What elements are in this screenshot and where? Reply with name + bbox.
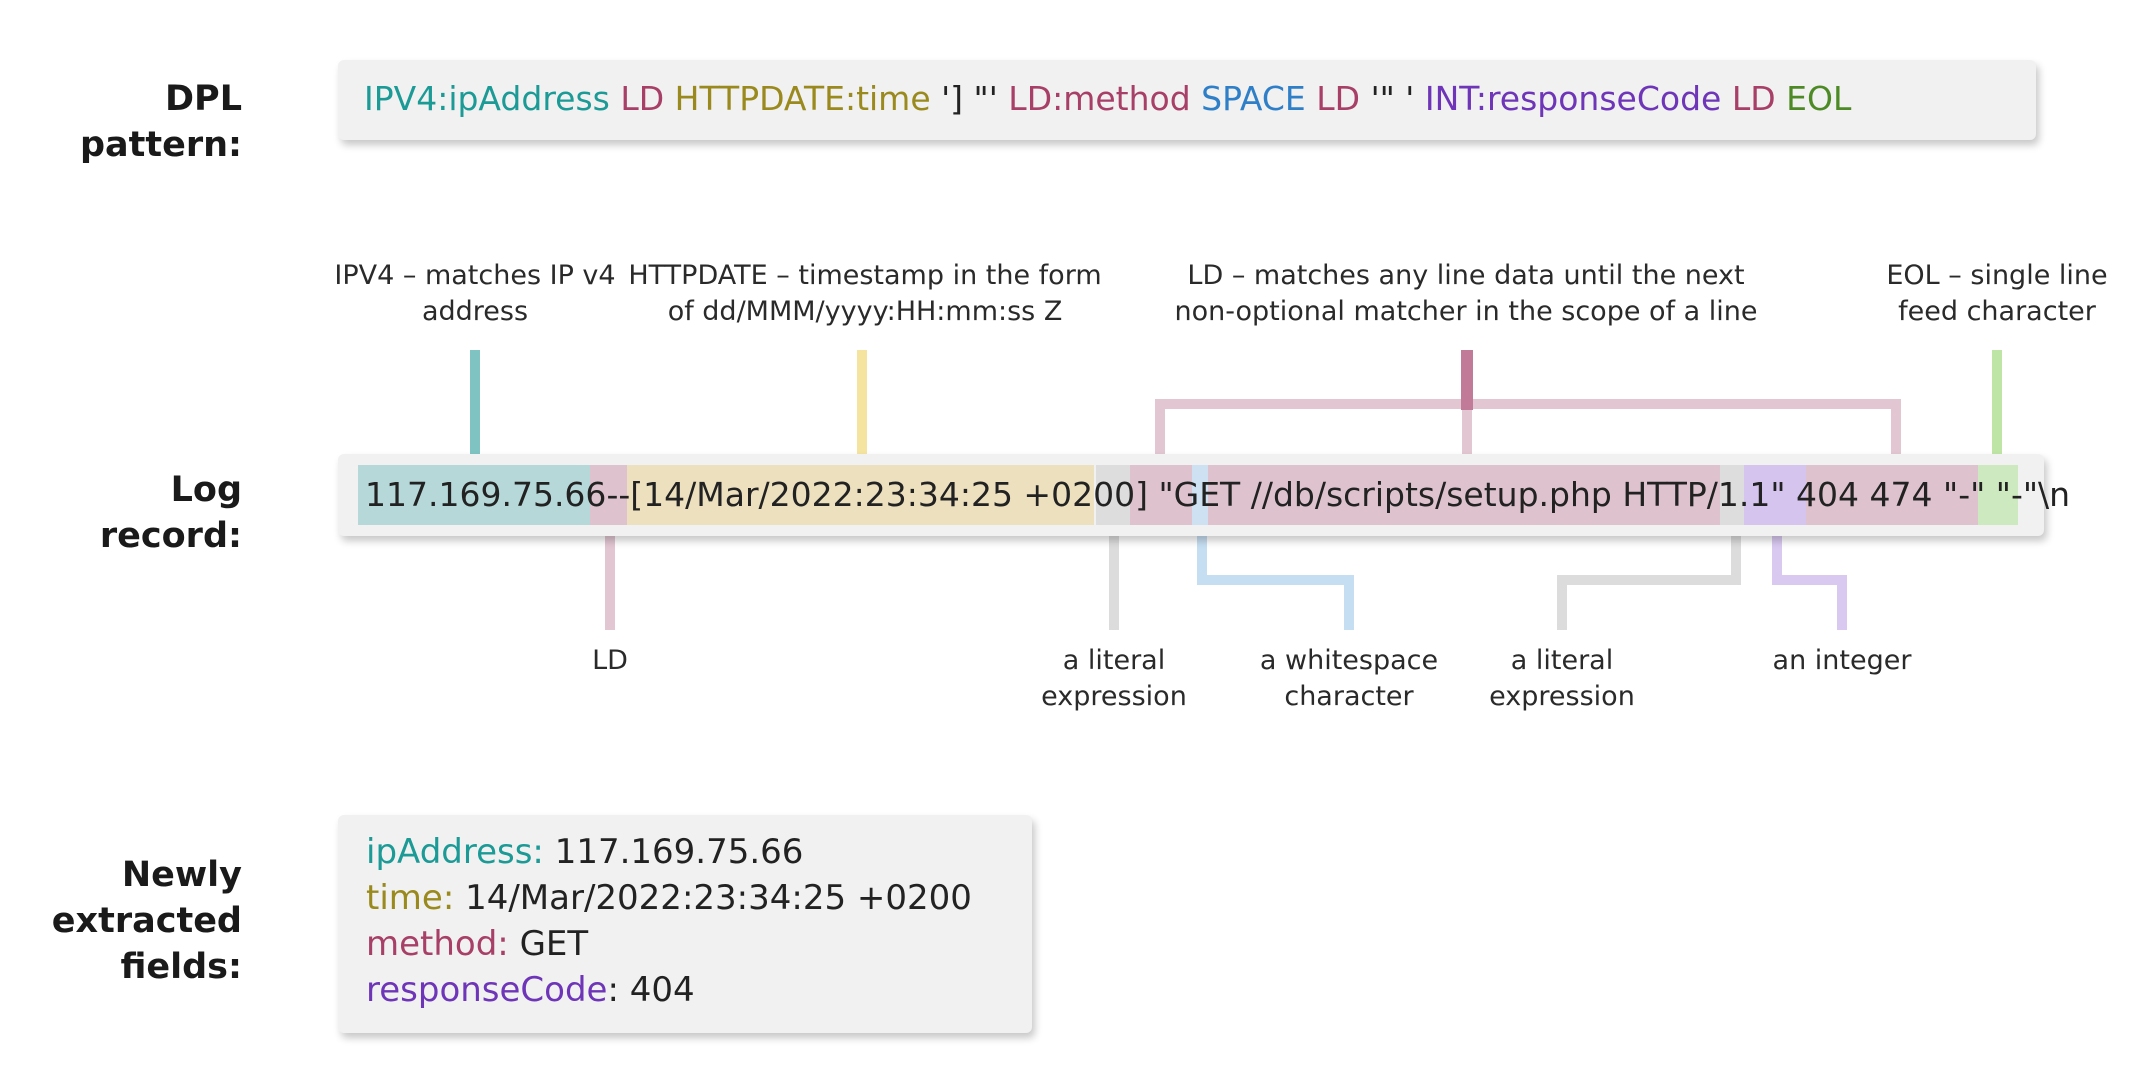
path-highlight [1208, 465, 1720, 525]
field-row: responseCode: 404 [366, 967, 972, 1013]
record-code: 404 [1796, 475, 1860, 514]
ld-dash-highlight [590, 465, 627, 525]
pattern-token: IPV4:ipAddress [364, 79, 610, 118]
code-highlight [1744, 465, 1806, 525]
field-value: GET [508, 924, 589, 964]
eol-connector [1992, 350, 2002, 468]
whitespace-annotation: a whitespace character [1259, 645, 1439, 712]
pattern-token: '" ' [1360, 79, 1415, 118]
pattern-token: INT:responseCode [1414, 79, 1722, 118]
record-ip: 117.169.75.66 [365, 475, 607, 514]
newly-extracted-line-1: Newly [121, 855, 242, 895]
field-value: 117.169.75.66 [543, 832, 804, 872]
pattern-token: '] "' [930, 79, 998, 118]
newly-extracted-line-3: fields: [120, 947, 242, 987]
pattern-token: LD [1305, 79, 1361, 118]
record-time: 14/Mar/2022:23:34:25 +0200 [643, 475, 1136, 514]
ld-top-connector [1461, 350, 1473, 410]
dpl-pattern-card: IPV4:ipAddress LD HTTPDATE:time '] "' LD… [338, 60, 2036, 140]
field-value: : 404 [607, 970, 695, 1010]
record-eol: \n [2038, 475, 2071, 514]
newly-extracted-line-2: extracted [51, 901, 242, 941]
newly-extracted-label: Newly extracted fields: [20, 852, 242, 990]
literal1-annotation: a literal expression [1041, 645, 1187, 712]
method-highlight [1130, 465, 1192, 525]
pattern-token: EOL [1775, 79, 1852, 118]
integer-annotation: an integer [1772, 645, 1912, 676]
field-key: time: [366, 878, 455, 918]
space-highlight [1192, 465, 1208, 525]
rest-highlight [1806, 465, 1978, 525]
field-key: responseCode [366, 970, 608, 1010]
literal1-connector [1109, 525, 1119, 630]
record-rest: 474 "-" "-" [1859, 475, 2039, 514]
eol-annotation: EOL – single line feed character [1886, 260, 2108, 327]
literal1-highlight [1096, 465, 1130, 525]
ipv4-connector [470, 350, 480, 468]
pattern-token: SPACE [1190, 79, 1306, 118]
ipv4-annotation: IPV4 – matches IP v4 address [334, 260, 616, 327]
record-literal2: " [1770, 475, 1797, 514]
eol-highlight [1978, 465, 2018, 525]
literal2-bracket [1557, 525, 1741, 630]
field-row: method: GET [366, 921, 972, 967]
record-method: GET [1173, 475, 1241, 514]
field-row: time: 14/Mar/2022:23:34:25 +0200 [366, 875, 972, 921]
httpdate-connector [857, 350, 867, 468]
time-highlight [627, 465, 1094, 525]
field-key: ipAddress: [366, 832, 544, 872]
record-literal1: ] " [1135, 475, 1174, 514]
dpl-pattern-text: IPV4:ipAddress LD HTTPDATE:time '] "' LD… [364, 77, 1851, 121]
pattern-token: HTTPDATE:time [664, 79, 931, 118]
dpl-pattern-label: DPL pattern: [79, 79, 242, 165]
literal2-annotation: a literal expression [1489, 645, 1635, 712]
pattern-token: LD [609, 79, 665, 118]
record-dashes: --[ [606, 475, 644, 514]
field-value: 14/Mar/2022:23:34:25 +0200 [454, 878, 972, 918]
literal2-highlight [1720, 465, 1744, 525]
record-path: //db/scripts/setup.php HTTP/1.1 [1250, 475, 1771, 514]
record-space [1240, 475, 1251, 514]
httpdate-annotation: HTTPDATE – timestamp in the form of dd/M… [628, 260, 1102, 327]
pattern-token: LD:method [997, 79, 1191, 118]
field-key: method: [366, 924, 509, 964]
field-row: ipAddress: 117.169.75.66 [366, 829, 972, 875]
pattern-token: LD [1721, 79, 1776, 118]
ip-highlight [358, 465, 590, 525]
ld-bottom-connector [605, 525, 615, 630]
ld-bottom-annotation: LD [592, 645, 628, 676]
whitespace-bracket [1197, 525, 1354, 630]
ld-top-annotation: LD – matches any line data until the nex… [1174, 260, 1758, 327]
log-record-text: 117.169.75.66--[14/Mar/2022:23:34:25 +02… [365, 470, 2070, 520]
log-record-label: Log record: [99, 470, 242, 556]
integer-bracket [1772, 525, 1847, 630]
